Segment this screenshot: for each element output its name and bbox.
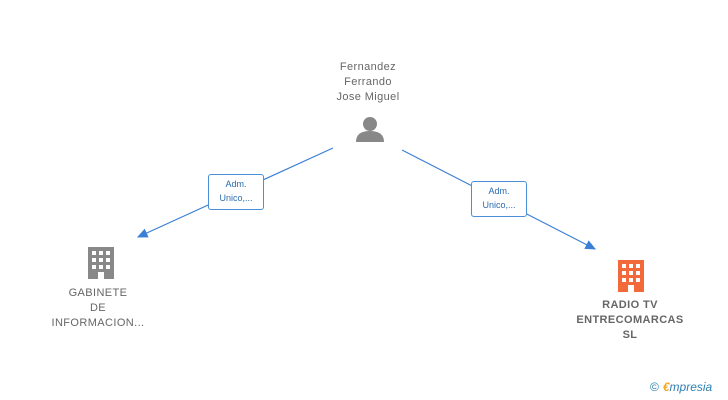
building-icon[interactable] xyxy=(88,247,114,279)
relation-label[interactable]: Adm. Unico,... xyxy=(208,174,264,210)
company-name-line: RADIO TV xyxy=(602,299,658,311)
company-name-radio-tv[interactable]: RADIO TV ENTRECOMARCAS SL xyxy=(560,298,700,343)
person-name-line: Jose Miguel xyxy=(336,91,400,103)
company-name-line: SL xyxy=(622,329,638,341)
copyright-symbol: © xyxy=(650,380,659,394)
company-name-line: GABINETE xyxy=(68,287,128,299)
person-icon[interactable] xyxy=(356,117,384,142)
company-name-gabinete[interactable]: GABINETE DE INFORMACION... xyxy=(38,286,158,331)
building-icon[interactable] xyxy=(618,260,644,292)
person-name-line: Fernandez xyxy=(339,61,397,73)
person-name-line: Ferrando xyxy=(344,76,392,88)
relation-label-line: Unico,... xyxy=(219,193,253,203)
relation-label-line: Adm. xyxy=(488,186,510,196)
company-name-line: ENTRECOMARCAS xyxy=(576,314,684,326)
brand-e-glyph: € xyxy=(662,380,670,394)
brand-name: mpresia xyxy=(669,380,713,394)
person-name[interactable]: Fernandez Ferrando Jose Miguel xyxy=(318,60,418,105)
relation-label[interactable]: Adm. Unico,... xyxy=(471,181,527,217)
company-name-line: INFORMACION... xyxy=(51,317,145,329)
relation-label-line: Unico,... xyxy=(482,200,516,210)
relation-label-line: Adm. xyxy=(225,179,247,189)
company-name-line: DE xyxy=(89,302,107,314)
empresia-logo: ©€mpresia xyxy=(650,380,712,394)
